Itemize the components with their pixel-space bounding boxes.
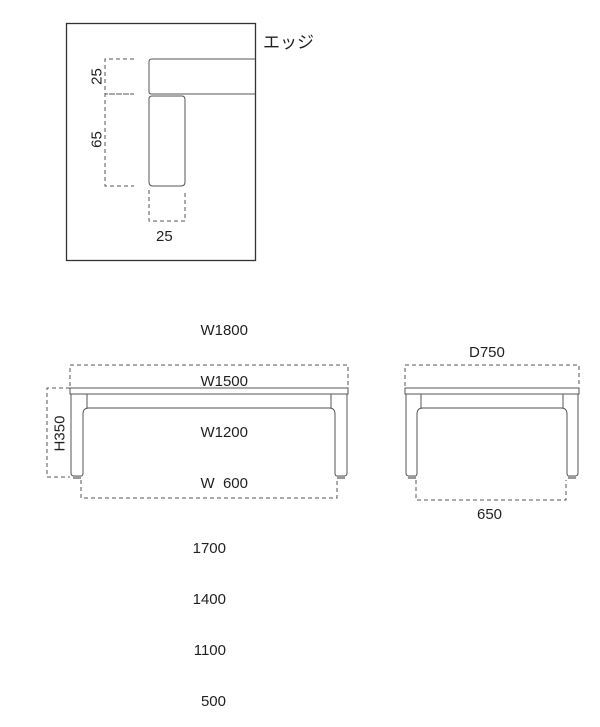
leg-width-dimension: 25 [156,228,173,245]
width-options: W1800 W1500 W1200 W 600 [170,288,248,509]
edge-detail-panel [65,22,257,262]
top-rail-dimension: 25 [88,68,106,85]
inner-width-option: 1700 [192,540,226,557]
inner-width-option: 500 [200,693,226,710]
apron-dimension: 65 [88,131,106,148]
height-dimension: H350 [51,415,69,452]
width-option: W1800 [200,322,248,339]
side-view-drawing [404,364,580,501]
width-option: W1200 [200,424,248,441]
inner-depth-dimension: 650 [477,506,503,523]
depth-dimension: D750 [469,344,505,361]
front-view-drawing [46,364,349,499]
inner-width-option: 1100 [193,642,226,659]
drawing-canvas [46,22,580,501]
edge-title: エッジ [263,33,314,52]
width-option: W1500 [200,373,248,390]
inner-width-options: 1700 1400 1100 500 [180,506,226,727]
width-option: W 600 [200,475,248,492]
